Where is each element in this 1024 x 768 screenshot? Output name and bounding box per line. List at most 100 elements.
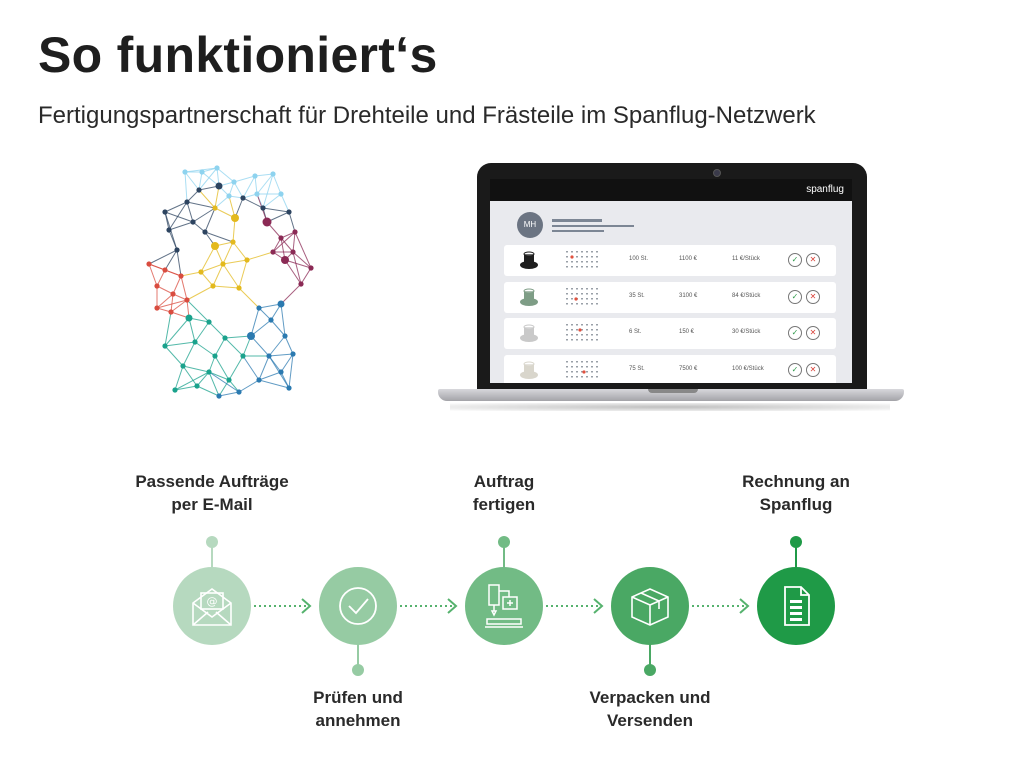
order-row[interactable]: 35 St.3100 €84 €/Stück✓✕ [504,281,836,313]
network-node [192,339,198,345]
network-node [194,383,200,389]
network-edge [254,173,274,177]
accept-order-button[interactable]: ✓ [788,253,802,267]
chevron-right-icon [301,598,312,614]
network-node [290,249,296,255]
network-edge [238,379,260,393]
network-node [214,165,220,171]
network-node [226,377,232,383]
network-node [277,300,285,308]
network-edge [186,285,214,301]
process-step-4 [611,567,689,645]
network-node [230,239,236,245]
network-node [282,333,288,339]
network-edge [258,371,282,381]
network-node [254,191,260,197]
network-node [184,297,190,303]
network-node [222,335,228,341]
order-row[interactable]: 6 St.150 €30 €/Stück✓✕ [504,318,836,349]
network-edge [242,355,260,381]
order-row[interactable]: 100 St.1100 €11 €/Stück✓✕ [504,245,836,276]
network-edge [250,319,272,337]
network-edge [242,197,264,209]
network-edge [256,173,274,195]
network-edge [148,249,178,265]
network-edge [268,353,294,357]
order-unit-price: 11 €/Stück [732,256,760,262]
network-edge [294,231,312,269]
network-edge [288,353,294,389]
germany-network-graphic [146,165,314,399]
network-edge [258,355,270,381]
network-edge [222,241,234,265]
network-edge [174,365,184,391]
order-quantity: 100 St. [629,256,649,262]
network-edge [222,263,240,289]
network-edge [214,355,230,381]
network-edge [214,185,220,209]
calendar-icon [566,360,602,382]
network-edge [156,269,166,287]
network-edge [292,251,312,269]
network-edge [164,211,194,223]
order-quantity: 35 St. [629,292,645,299]
network-edge [218,379,230,397]
network-edge [186,201,216,209]
user-name-placeholder [552,219,602,222]
network-edge [200,245,216,273]
network-edge [204,231,234,243]
step-marker-stem [795,546,797,568]
network-edge [186,201,194,223]
reject-order-button[interactable]: ✕ [806,289,820,304]
network-edge [196,385,220,397]
reject-order-button[interactable]: ✕ [806,326,820,340]
network-node [240,195,246,201]
step-marker-stem [503,546,505,568]
network-edge [201,171,220,187]
network-edge [176,249,182,277]
network-edge [182,365,198,387]
network-edge [216,167,235,183]
step-marker-stem [211,546,213,568]
accept-order-button[interactable]: ✓ [788,326,802,340]
network-node [202,229,208,235]
network-edge [174,371,210,391]
network-edge [168,229,178,251]
accept-order-button[interactable]: ✓ [788,289,802,304]
network-edge [208,355,216,373]
step-marker-dot [498,536,510,548]
network-edge [224,335,252,339]
step-marker-stem [649,644,651,666]
reject-order-button[interactable]: ✕ [806,362,820,377]
network-edge [268,335,286,357]
step-marker-dot [644,664,656,676]
laptop-notch [648,389,698,393]
reject-order-button[interactable]: ✕ [806,253,820,267]
network-edge [232,217,236,243]
network-node [220,261,226,267]
avatar[interactable]: MH [517,212,543,238]
network-edge [156,299,188,309]
network-edge [156,285,174,295]
part-thumbnail-icon [518,360,540,381]
order-row[interactable]: 75 St.7500 €100 €/Stück✓✕ [504,354,836,383]
network-edge [233,175,256,183]
network-edge [174,385,198,391]
process-step-1: @ [173,567,251,645]
network-node [260,205,266,211]
network-node [182,169,188,175]
network-edge [170,293,174,313]
network-edge [262,193,282,209]
network-node [270,249,276,255]
network-node [184,199,190,205]
network-node [244,257,250,263]
network-node [290,351,296,357]
app-brand-logo: spanflug [806,184,844,195]
network-node [256,305,262,311]
accept-order-button[interactable]: ✓ [788,362,802,377]
app-screen: spanflug MH 100 St.1100 €11 €/Stück✓✕35 … [490,179,852,383]
network-node [166,227,172,233]
network-edge [300,267,312,285]
